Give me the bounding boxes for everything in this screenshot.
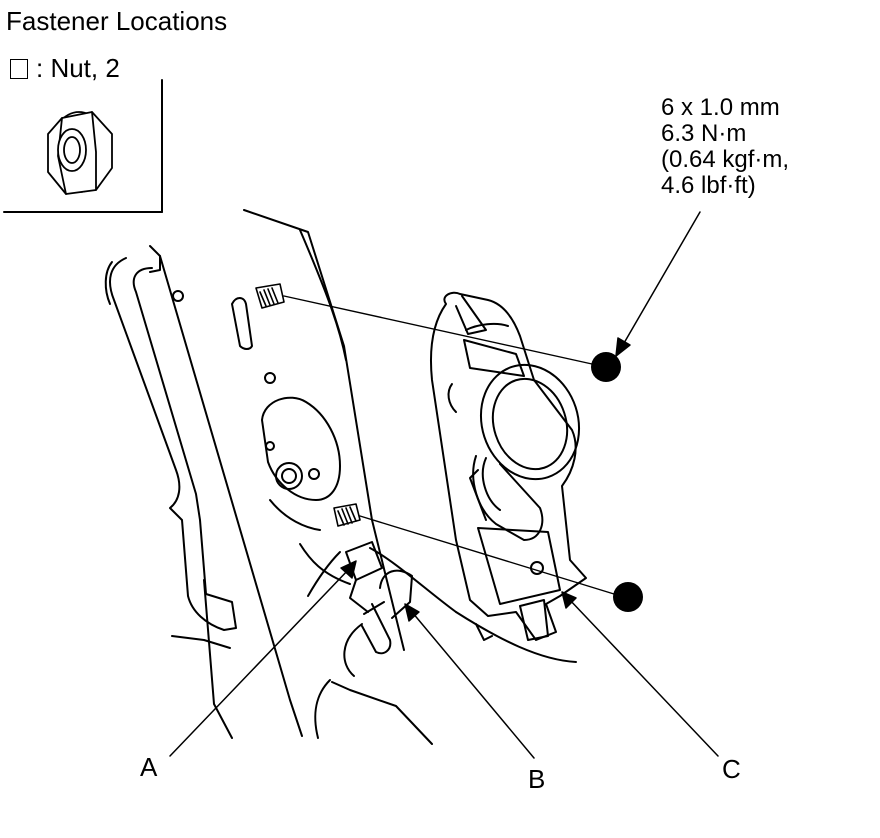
callout-leader-c [561, 591, 719, 757]
stud-lower [333, 503, 361, 527]
spec-torque-lbf: 4.6 lbf·ft) [661, 172, 756, 199]
callout-label-b: B [528, 764, 546, 794]
body-panel [104, 209, 577, 745]
fastener-legend: : Nut, 2 [10, 53, 120, 84]
stud-to-nut-lines [283, 295, 615, 595]
spec-size: 6 x 1.0 mm [661, 94, 780, 121]
callout-label-a: A [140, 752, 158, 782]
spec-torque-nm: 6.3 N·m [661, 120, 747, 147]
figure-title: Fastener Locations [6, 6, 228, 36]
actuator-assembly-c [430, 291, 587, 641]
callout-leader-a [169, 560, 357, 757]
clip-b [343, 569, 413, 677]
nut-marker-icon [10, 58, 28, 79]
bracket-a [307, 541, 383, 613]
spec-torque-kgf: (0.64 kgf·m, [661, 146, 790, 173]
nut-callout-box [3, 79, 163, 213]
flange-nut-icon [47, 111, 113, 195]
spec-leader-arrow [615, 211, 701, 357]
legend-text: : Nut, 2 [36, 53, 120, 83]
nut-location-upper [591, 352, 621, 382]
callout-label-c: C [722, 754, 741, 784]
torque-spec: 6 x 1.0 mm 6.3 N·m (0.64 kgf·m, 4.6 lbf·… [661, 95, 789, 199]
callout-leader-b [404, 603, 535, 759]
nut-location-lower [613, 582, 643, 612]
stud-upper [255, 283, 285, 309]
